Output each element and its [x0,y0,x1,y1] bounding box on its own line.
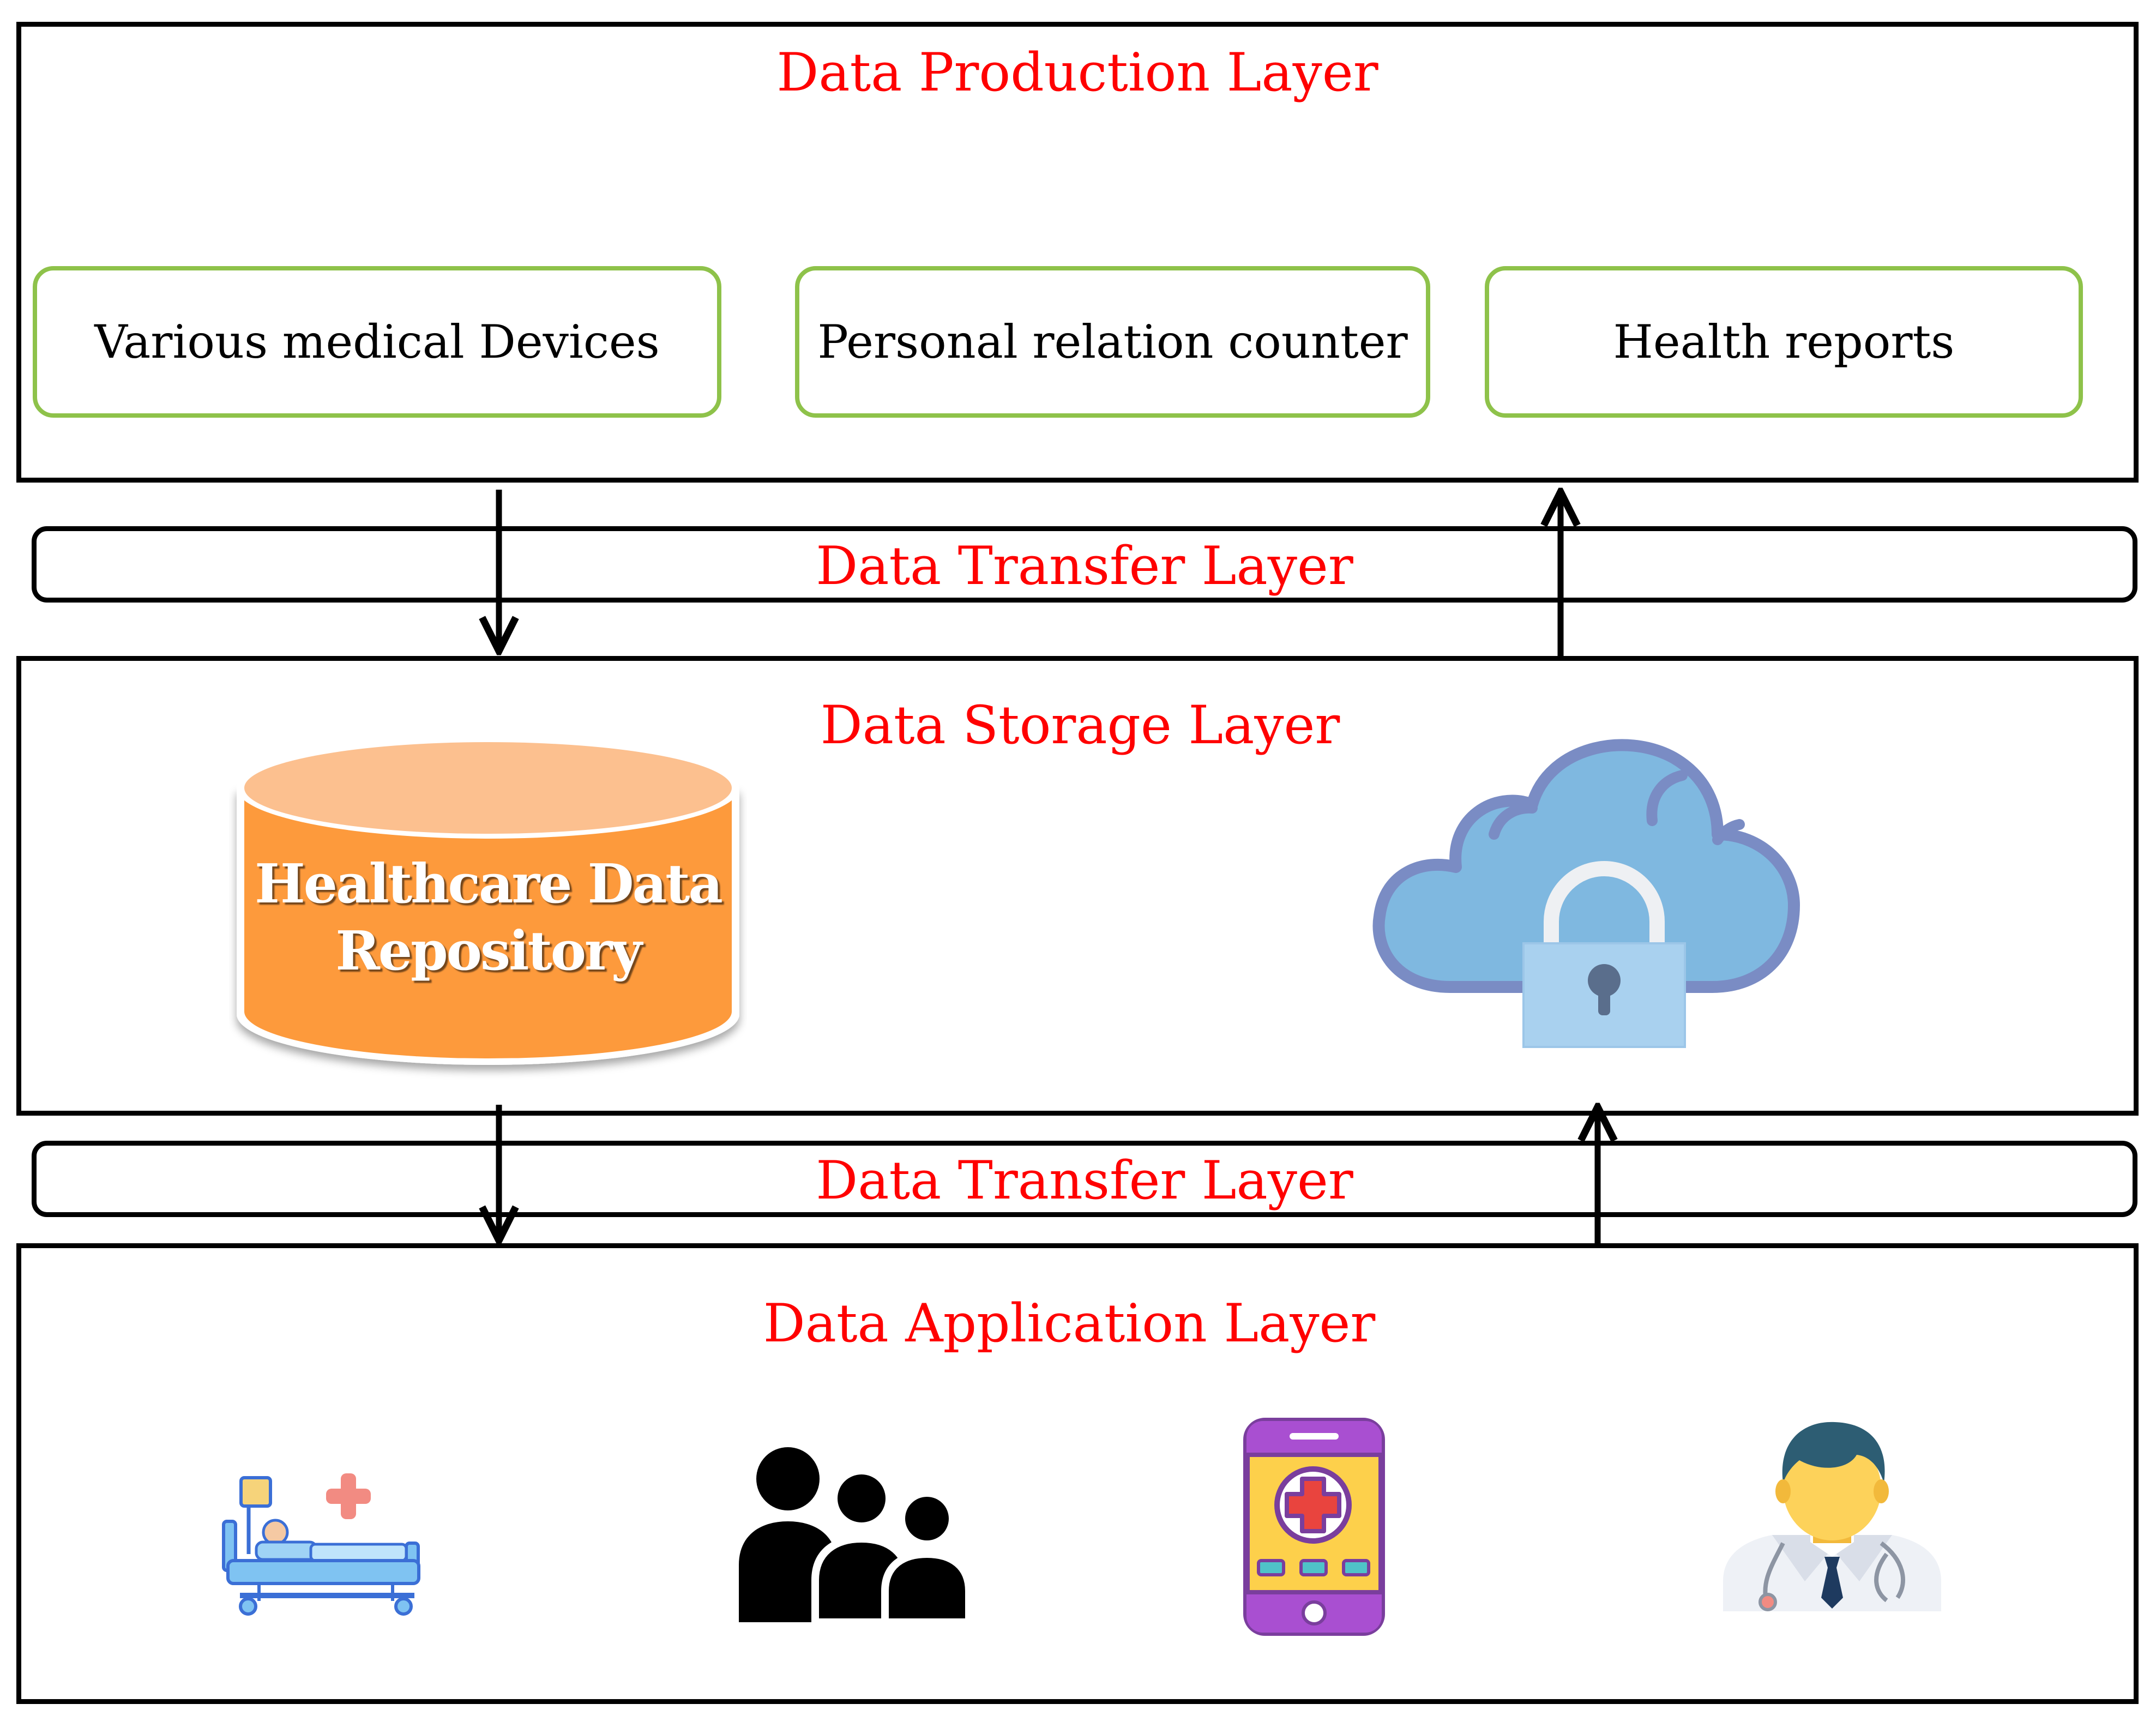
medical-app-phone-icon [1243,1418,1385,1636]
production-layer-title: Data Production Layer [776,42,1378,103]
data-transfer-layer-bottom: Data Transfer Layer [32,1141,2137,1217]
doctor-icon [1723,1422,1941,1611]
transfer-layer-bottom-title: Data Transfer Layer [816,1150,1353,1211]
source-medical-devices: Various medical Devices [33,266,721,418]
application-layer-title: Data Application Layer [763,1293,1376,1354]
repository-label-line1: Healthcare Data [255,853,723,916]
source-health-reports-label: Health reports [1613,315,1955,369]
hospital-bed-icon [222,1473,420,1616]
storage-layer-title: Data Storage Layer [820,695,1340,756]
cloud-lock-icon [1372,739,1800,1048]
source-personal-relation-counter-label: Personal relation counter [817,315,1408,369]
repository-label: Healthcare Data Repository [229,851,747,985]
source-personal-relation-counter: Personal relation counter [795,266,1430,418]
repository-label-line2: Repository [335,920,642,983]
source-health-reports: Health reports [1485,266,2083,418]
database-cylinder-icon [237,737,739,1065]
transfer-layer-top-title: Data Transfer Layer [816,535,1353,597]
data-transfer-layer-top: Data Transfer Layer [32,526,2137,603]
source-medical-devices-label: Various medical Devices [94,315,660,369]
people-group-icon [739,1447,973,1625]
